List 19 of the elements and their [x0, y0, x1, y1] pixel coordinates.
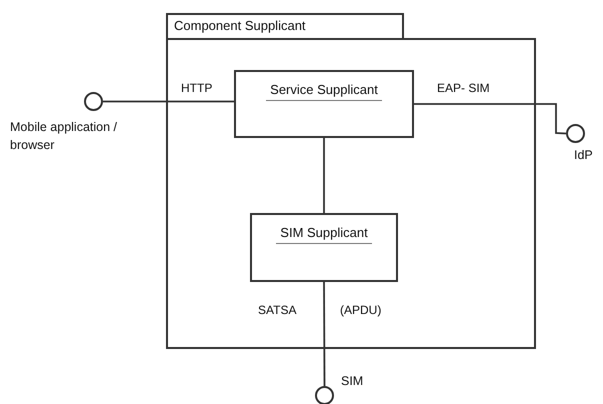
interface-circle — [315, 386, 334, 404]
edge-label: EAP- SIM — [436, 81, 491, 95]
connector-line — [323, 138, 325, 213]
component-tab: Component Supplicant — [166, 13, 404, 39]
component-title: SIM Supplicant — [276, 225, 372, 244]
interface-label: (APDU) — [340, 303, 382, 317]
interface-circle — [566, 124, 585, 143]
component-box — [250, 213, 398, 282]
connector-line — [414, 103, 566, 134]
interface-circle — [84, 92, 103, 111]
interface-label: Mobile application / browser — [10, 119, 118, 154]
edge-label: HTTP — [180, 81, 214, 95]
component-title: Service Supplicant — [266, 82, 382, 101]
connector-line — [323, 282, 326, 386]
connector-line — [103, 100, 234, 102]
interface-label: SATSA — [258, 303, 296, 317]
interface-label: IdP — [574, 147, 593, 164]
component-box — [234, 70, 414, 138]
interface-label: SIM — [341, 373, 364, 390]
